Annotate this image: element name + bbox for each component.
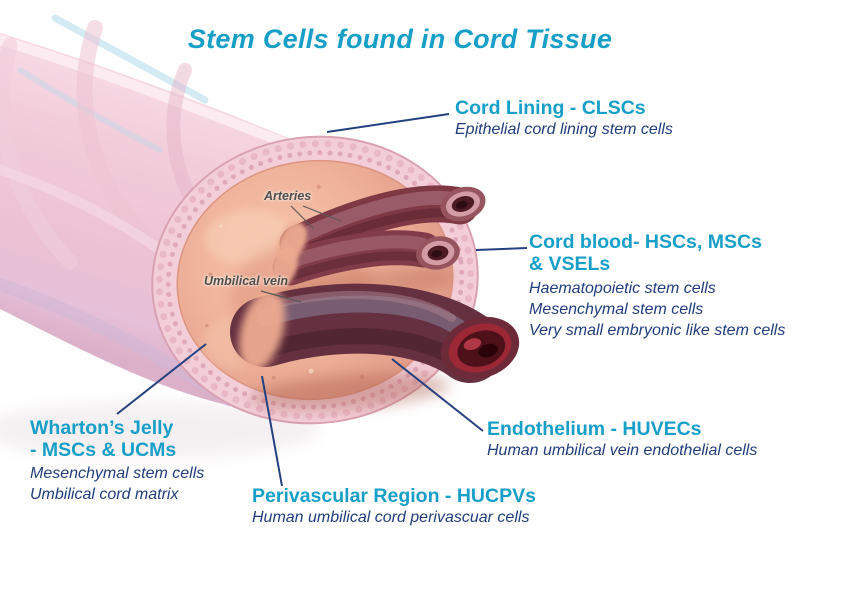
artery-lower — [272, 230, 460, 286]
inner-pointer-lines — [260, 205, 342, 303]
endothelium-subtext: Human umbilical vein endothelial cells — [487, 442, 758, 459]
perivascular-heading: Perivascular Region - HUCPVs — [252, 485, 536, 507]
cord-lining-bubbles-inner — [165, 150, 465, 410]
cord-blood-subtext-3: Very small embryonic like stem cells — [529, 322, 786, 339]
label-perivascular: Perivascular Region - HUCPVs Human umbil… — [252, 485, 536, 528]
label-cord-blood: Cord blood- HSCs, MSCs & VSELs Haematopo… — [529, 231, 785, 341]
cord-blood-subtext-2: Mesenchymal stem cells — [529, 301, 704, 318]
leader-whartons-jelly — [116, 343, 207, 415]
cord-lining-bubbles-outer — [155, 140, 475, 420]
whartons-subtext-2: Umbilical cord matrix — [30, 486, 179, 503]
cord-lining-subtext: Epithelial cord lining stem cells — [455, 121, 673, 138]
leader-endothelium — [391, 358, 484, 432]
annotation-umbilical-vein: Umbilical vein — [204, 274, 289, 288]
cord-blood-heading-line2: & VSELs — [529, 253, 611, 275]
pointer-artery-2 — [302, 205, 342, 222]
leader-perivascular — [261, 375, 283, 487]
label-endothelium: Endothelium - HUVECs Human umbilical vei… — [487, 418, 757, 461]
umbilical-vein-vessel — [230, 283, 520, 383]
cord-blood-heading-line1: Cord blood- HSCs, MSCs — [529, 231, 762, 253]
whartons-heading-line2: - MSCs & UCMs — [30, 439, 177, 461]
pointer-artery-1 — [290, 205, 314, 229]
page-title: Stem Cells found in Cord Tissue — [187, 24, 613, 54]
leader-cord-lining — [326, 113, 450, 133]
whartons-subtext-1: Mesenchymal stem cells — [30, 465, 205, 482]
umbilical-vein-opening — [440, 316, 520, 380]
artery-lower-opening — [416, 236, 460, 270]
vessel-emergence — [238, 222, 307, 371]
leader-lines — [116, 113, 528, 487]
cord-lining-heading: Cord Lining - CLSCs — [455, 97, 646, 119]
label-whartons-jelly: Wharton’s Jelly - MSCs & UCMs Mesenchyma… — [30, 417, 204, 505]
cord-shadow — [0, 402, 320, 458]
endothelium-heading: Endothelium - HUVECs — [487, 418, 702, 440]
leader-cord-blood — [475, 247, 528, 251]
annotation-arteries: Arteries — [264, 189, 312, 203]
whartons-heading-line1: Wharton’s Jelly — [30, 417, 174, 439]
artery-upper-opening — [440, 186, 486, 222]
cord-blood-subtext-1: Haematopoietic stem cells — [529, 280, 716, 297]
perivascular-subtext: Human umbilical cord perivascuar cells — [252, 509, 530, 526]
pointer-umbilical-vein — [260, 290, 302, 303]
label-cord-lining: Cord Lining - CLSCs Epithelial cord lini… — [455, 97, 673, 140]
